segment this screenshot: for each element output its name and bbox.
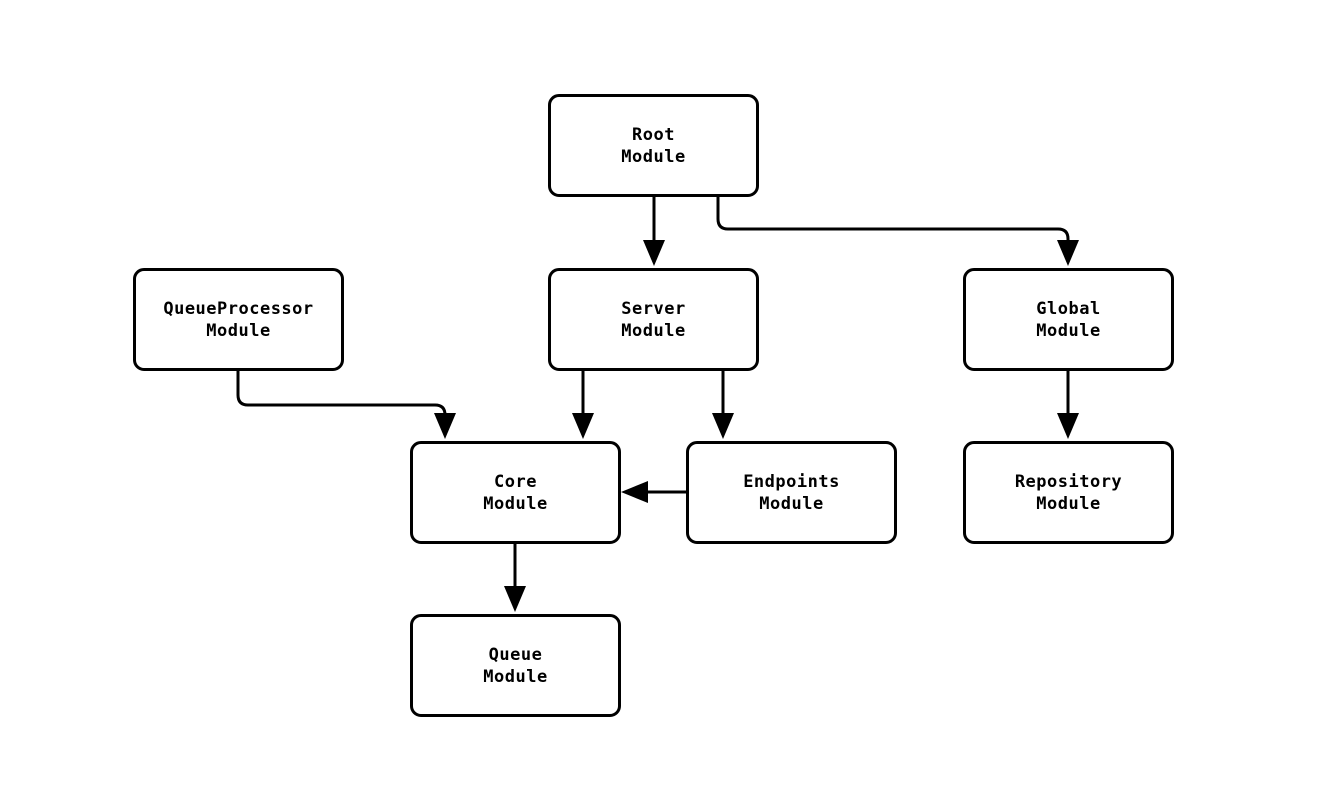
node-core-module-line1: Core [494,471,537,492]
node-repository-module[interactable]: Repository Module [963,441,1174,544]
node-queueprocessor-module[interactable]: QueueProcessor Module [133,268,344,371]
node-global-module-line1: Global [1036,298,1101,319]
edge-global-to-repository [1057,371,1079,439]
node-global-module-line2: Module [1036,320,1101,341]
edge-server-to-endpoints [712,371,734,439]
node-server-module-line2: Module [621,320,686,341]
edge-endpoints-to-core [621,481,686,503]
edge-core-to-queue [504,544,526,612]
node-repository-module-line2: Module [1036,493,1101,514]
node-queue-module-line2: Module [483,666,548,687]
node-queue-module-line1: Queue [488,644,543,665]
edge-root-to-global [716,197,1079,266]
edge-server-to-core [572,371,594,439]
node-core-module-line2: Module [483,493,548,514]
node-root-module-line2: Module [621,146,686,167]
node-repository-module-line1: Repository [1014,471,1123,492]
node-server-module-line1: Server [621,298,686,319]
node-endpoints-module-line2: Module [759,493,824,514]
node-queueprocessor-module-line1: QueueProcessor [163,298,314,319]
node-server-module[interactable]: Server Module [548,268,759,371]
node-endpoints-module-line1: Endpoints [743,471,840,492]
edge-queueprocessor-to-core [236,371,456,439]
node-core-module[interactable]: Core Module [410,441,621,544]
node-queue-module[interactable]: Queue Module [410,614,621,717]
node-global-module[interactable]: Global Module [963,268,1174,371]
node-root-module[interactable]: Root Module [548,94,759,197]
node-queueprocessor-module-line2: Module [206,320,271,341]
node-endpoints-module[interactable]: Endpoints Module [686,441,897,544]
node-root-module-line1: Root [632,124,675,145]
edge-root-to-server [643,197,665,266]
